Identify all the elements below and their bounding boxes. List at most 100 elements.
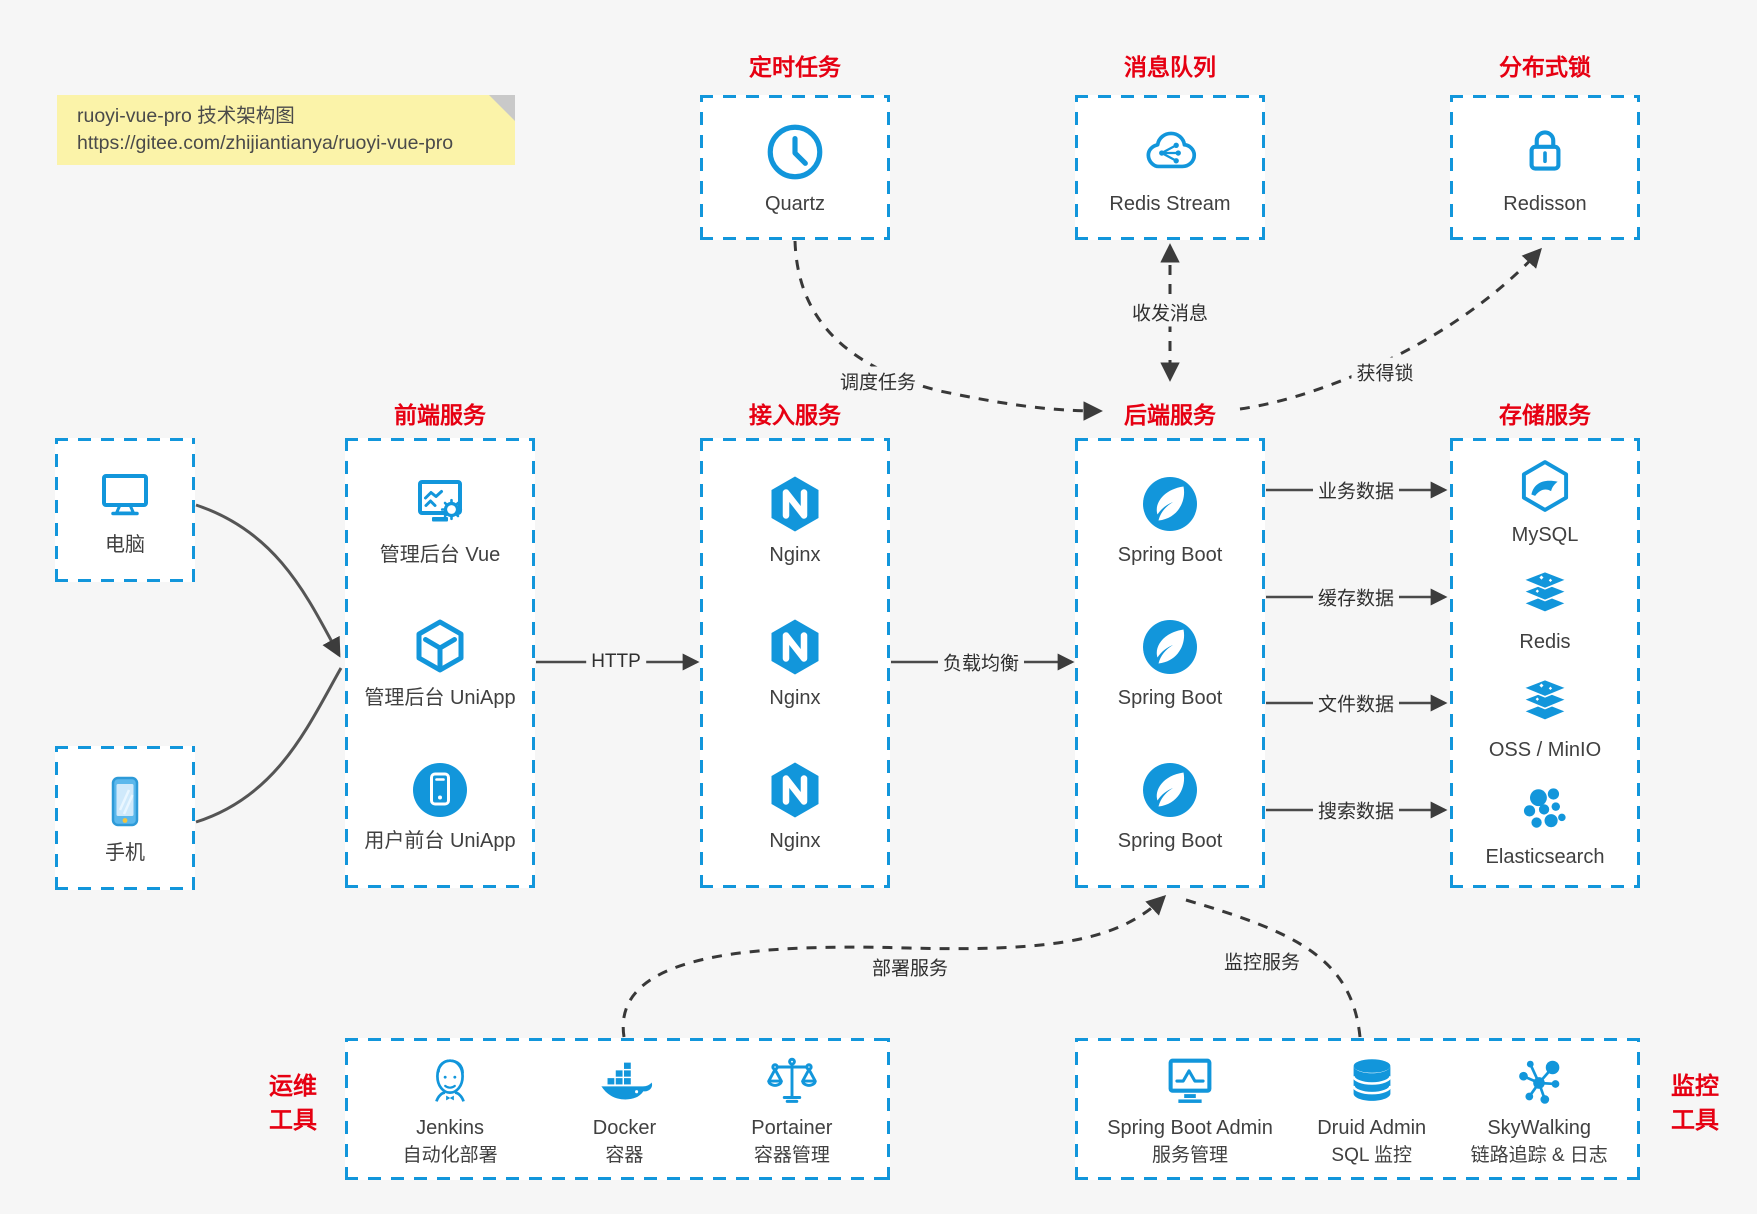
gateway-item-nginx-2: Nginx xyxy=(763,615,827,711)
item-label: Spring Boot xyxy=(1117,830,1223,853)
item-label: Elasticsearch xyxy=(1485,846,1605,869)
monitor-item-sba: Spring Boot Admin 服务管理 xyxy=(1107,1051,1273,1168)
spring-boot-icon xyxy=(1142,619,1197,674)
note-title: ruoyi-vue-pro 技术架构图 xyxy=(77,105,295,127)
frontend-group-title: 前端服务 xyxy=(394,402,486,428)
lock-icon xyxy=(1529,129,1561,171)
desktop-icon xyxy=(102,474,148,516)
ops-item-portainer: Portainer 容器管理 xyxy=(751,1051,832,1168)
item-label: Quartz xyxy=(764,192,826,215)
item-sublabel: 链路追踪 & 日志 xyxy=(1470,1144,1608,1166)
edge-label-file-data: 文件数据 xyxy=(1312,688,1400,718)
edge-label-acquire-lock: 获得锁 xyxy=(1351,357,1419,387)
item-label: Docker xyxy=(592,1116,657,1139)
item-sublabel: 服务管理 xyxy=(1152,1144,1229,1166)
item-label: Redis Stream xyxy=(1109,192,1231,215)
frontend-item-admin-vue: 管理后台 Vue xyxy=(380,472,500,568)
docker-icon xyxy=(601,1062,653,1099)
quartz-box: Quartz xyxy=(700,95,890,240)
storage-item-elasticsearch: Elasticsearch xyxy=(1485,778,1605,870)
spring-boot-icon xyxy=(1142,763,1197,818)
redis-stream-cloud-icon xyxy=(1146,131,1197,168)
gateway-item-nginx-3: Nginx xyxy=(763,758,827,854)
monitor-tools-side-label: 监控 工具 xyxy=(1652,1070,1738,1138)
item-label: OSS / MinIO xyxy=(1488,738,1602,761)
redisson-box: Redisson xyxy=(1450,95,1640,240)
redis-stack-icon xyxy=(1522,570,1568,614)
phone-client-item: 手机 xyxy=(93,770,157,866)
user-app-icon xyxy=(413,763,467,818)
item-label: 用户前台 UniApp xyxy=(364,830,516,853)
gateway-group-title: 接入服务 xyxy=(749,402,841,428)
edge-label-business-data: 业务数据 xyxy=(1312,475,1400,505)
monitor-item-skywalking: SkyWalking 链路追踪 & 日志 xyxy=(1471,1051,1608,1168)
edge-label-send-receive-message: 收发消息 xyxy=(1126,297,1214,327)
edge-phone-to-frontend xyxy=(195,667,343,824)
redis-stack-icon xyxy=(1522,678,1568,721)
item-label: Portainer xyxy=(751,1116,833,1139)
monitor-tools-box: Spring Boot Admin 服务管理 Druid Admin SQL 监… xyxy=(1075,1038,1640,1180)
desktop-client-box: 电脑 xyxy=(55,438,195,582)
item-label: Nginx xyxy=(769,830,821,853)
edge-desktop-to-frontend xyxy=(195,503,341,658)
storage-item-redis: Redis xyxy=(1515,563,1575,655)
edge-label-monitor-service: 监控服务 xyxy=(1218,946,1306,976)
item-label: 管理后台 Vue xyxy=(379,543,501,566)
edge-label-search-data: 搜索数据 xyxy=(1312,795,1400,825)
note-fold-corner-icon xyxy=(489,95,515,121)
edge-label-http: HTTP xyxy=(586,650,646,674)
item-label: Spring Boot Admin xyxy=(1107,1116,1273,1139)
item-label: 手机 xyxy=(105,842,145,864)
skywalking-icon xyxy=(1519,1060,1560,1104)
desktop-client-item: 电脑 xyxy=(93,462,157,558)
item-label: Redisson xyxy=(1503,192,1587,215)
storage-item-oss-minio: OSS / MinIO xyxy=(1489,671,1601,763)
phone-icon xyxy=(111,776,139,827)
ops-tools-box: Jenkins 自动化部署 Docker 容器 xyxy=(345,1038,890,1180)
frontend-group-box: 管理后台 Vue 管理后台 UniApp 用户前台 UniApp xyxy=(345,438,535,888)
edge-label-schedule-task: 调度任务 xyxy=(834,366,922,396)
clock-icon xyxy=(767,124,823,179)
ops-item-docker: Docker 容器 xyxy=(593,1051,656,1168)
mysql-icon xyxy=(1521,459,1569,512)
item-label: Spring Boot xyxy=(1117,543,1223,566)
monitor-item-druid: Druid Admin SQL 监控 xyxy=(1317,1051,1426,1168)
ops-tools-side-label: 运维 工具 xyxy=(250,1070,336,1138)
gateway-item-nginx-1: Nginx xyxy=(763,472,827,568)
frontend-item-user-uniapp: 用户前台 UniApp xyxy=(364,758,516,854)
side-label-line: 监控 xyxy=(1671,1073,1719,1100)
backend-item-spring-2: Spring Boot xyxy=(1118,615,1222,711)
scheduled-task-title: 定时任务 xyxy=(749,54,841,80)
item-label: Redis xyxy=(1519,631,1571,654)
item-label: 电脑 xyxy=(105,534,145,556)
elasticsearch-icon xyxy=(1523,788,1566,828)
item-sublabel: SQL 监控 xyxy=(1331,1144,1412,1166)
storage-group-box: MySQL Redis xyxy=(1450,438,1640,888)
uniapp-cube-icon xyxy=(416,619,464,673)
portainer-icon xyxy=(767,1057,817,1103)
side-label-line: 工具 xyxy=(1671,1107,1719,1134)
distributed-lock-title: 分布式锁 xyxy=(1499,54,1591,80)
item-label: Druid Admin xyxy=(1317,1116,1427,1139)
backend-item-spring-1: Spring Boot xyxy=(1117,472,1223,568)
nginx-icon xyxy=(771,619,819,675)
edge-label-load-balance: 负载均衡 xyxy=(937,647,1025,677)
ops-item-jenkins: Jenkins 自动化部署 xyxy=(403,1051,498,1168)
backend-group-title: 后端服务 xyxy=(1124,402,1216,428)
sticky-note: ruoyi-vue-pro 技术架构图 https://gitee.com/zh… xyxy=(57,95,515,165)
edge-label-cache-data: 缓存数据 xyxy=(1312,582,1400,612)
backend-group-box: Spring Boot Spring Boot Spring Boot xyxy=(1075,438,1265,888)
quartz-item: Quartz xyxy=(762,119,828,217)
item-sublabel: 容器管理 xyxy=(753,1144,830,1166)
edge-label-deploy-service: 部署服务 xyxy=(866,952,954,982)
gateway-group-box: Nginx Nginx Nginx xyxy=(700,438,890,888)
side-label-line: 运维 xyxy=(269,1073,317,1100)
admin-vue-icon xyxy=(418,479,463,522)
phone-client-box: 手机 xyxy=(55,746,195,890)
redis-stream-box: Redis Stream xyxy=(1075,95,1265,240)
frontend-item-admin-uniapp: 管理后台 UniApp xyxy=(364,615,516,711)
item-sublabel: 容器 xyxy=(605,1144,644,1166)
item-label: Nginx xyxy=(769,543,821,566)
item-sublabel: 自动化部署 xyxy=(402,1144,498,1166)
